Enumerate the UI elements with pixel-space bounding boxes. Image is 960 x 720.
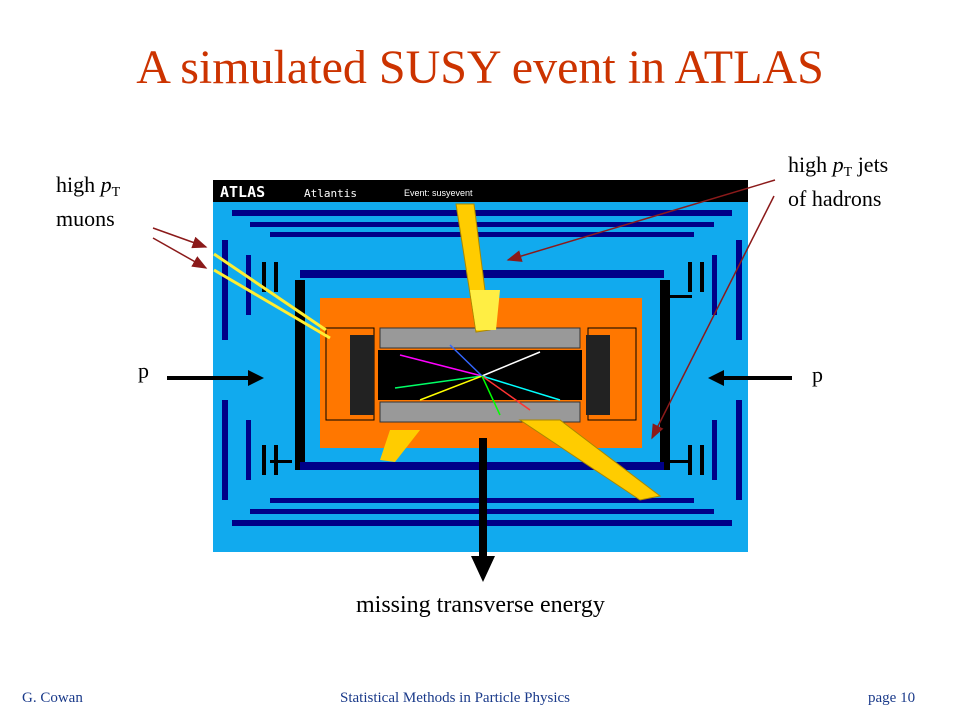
jets-label-prefix: high: [788, 152, 833, 177]
hadron-jets: [380, 203, 662, 501]
muons-label-prefix: high: [56, 172, 101, 197]
met-label: missing transverse energy: [356, 592, 605, 618]
muons-label-line2: muons: [56, 206, 115, 231]
proton-left-label: p: [138, 358, 149, 383]
event-display-header-bar: [213, 180, 748, 202]
jets-label: high pT jets of hadrons: [788, 152, 888, 212]
muon-tracks: [213, 252, 331, 340]
jets-label-line2: of hadrons: [788, 186, 882, 211]
particle-tracks: [394, 344, 561, 416]
footer-author: G. Cowan: [22, 690, 83, 706]
event-display-event-label: Event: susyevent: [404, 188, 473, 198]
jets-label-sub: T: [843, 165, 853, 180]
jets-label-var: p: [832, 152, 844, 177]
event-display-brand: ATLAS: [220, 183, 265, 201]
label-pointers: [152, 179, 776, 440]
footer-page: page 10: [868, 690, 916, 706]
jets-label-suffix: jets: [852, 152, 889, 177]
met-arrow: [471, 438, 495, 582]
event-display-software: Atlantis: [304, 187, 357, 200]
muons-label: high pT muons: [56, 172, 120, 232]
footer-course: Statistical Methods in Particle Physics: [340, 690, 570, 706]
muons-label-var: p: [100, 172, 112, 197]
proton-right-label: p: [812, 362, 823, 387]
slide-title: A simulated SUSY event in ATLAS: [136, 41, 824, 94]
muons-label-sub: T: [111, 185, 121, 200]
proton-beam-arrows: [167, 370, 792, 386]
